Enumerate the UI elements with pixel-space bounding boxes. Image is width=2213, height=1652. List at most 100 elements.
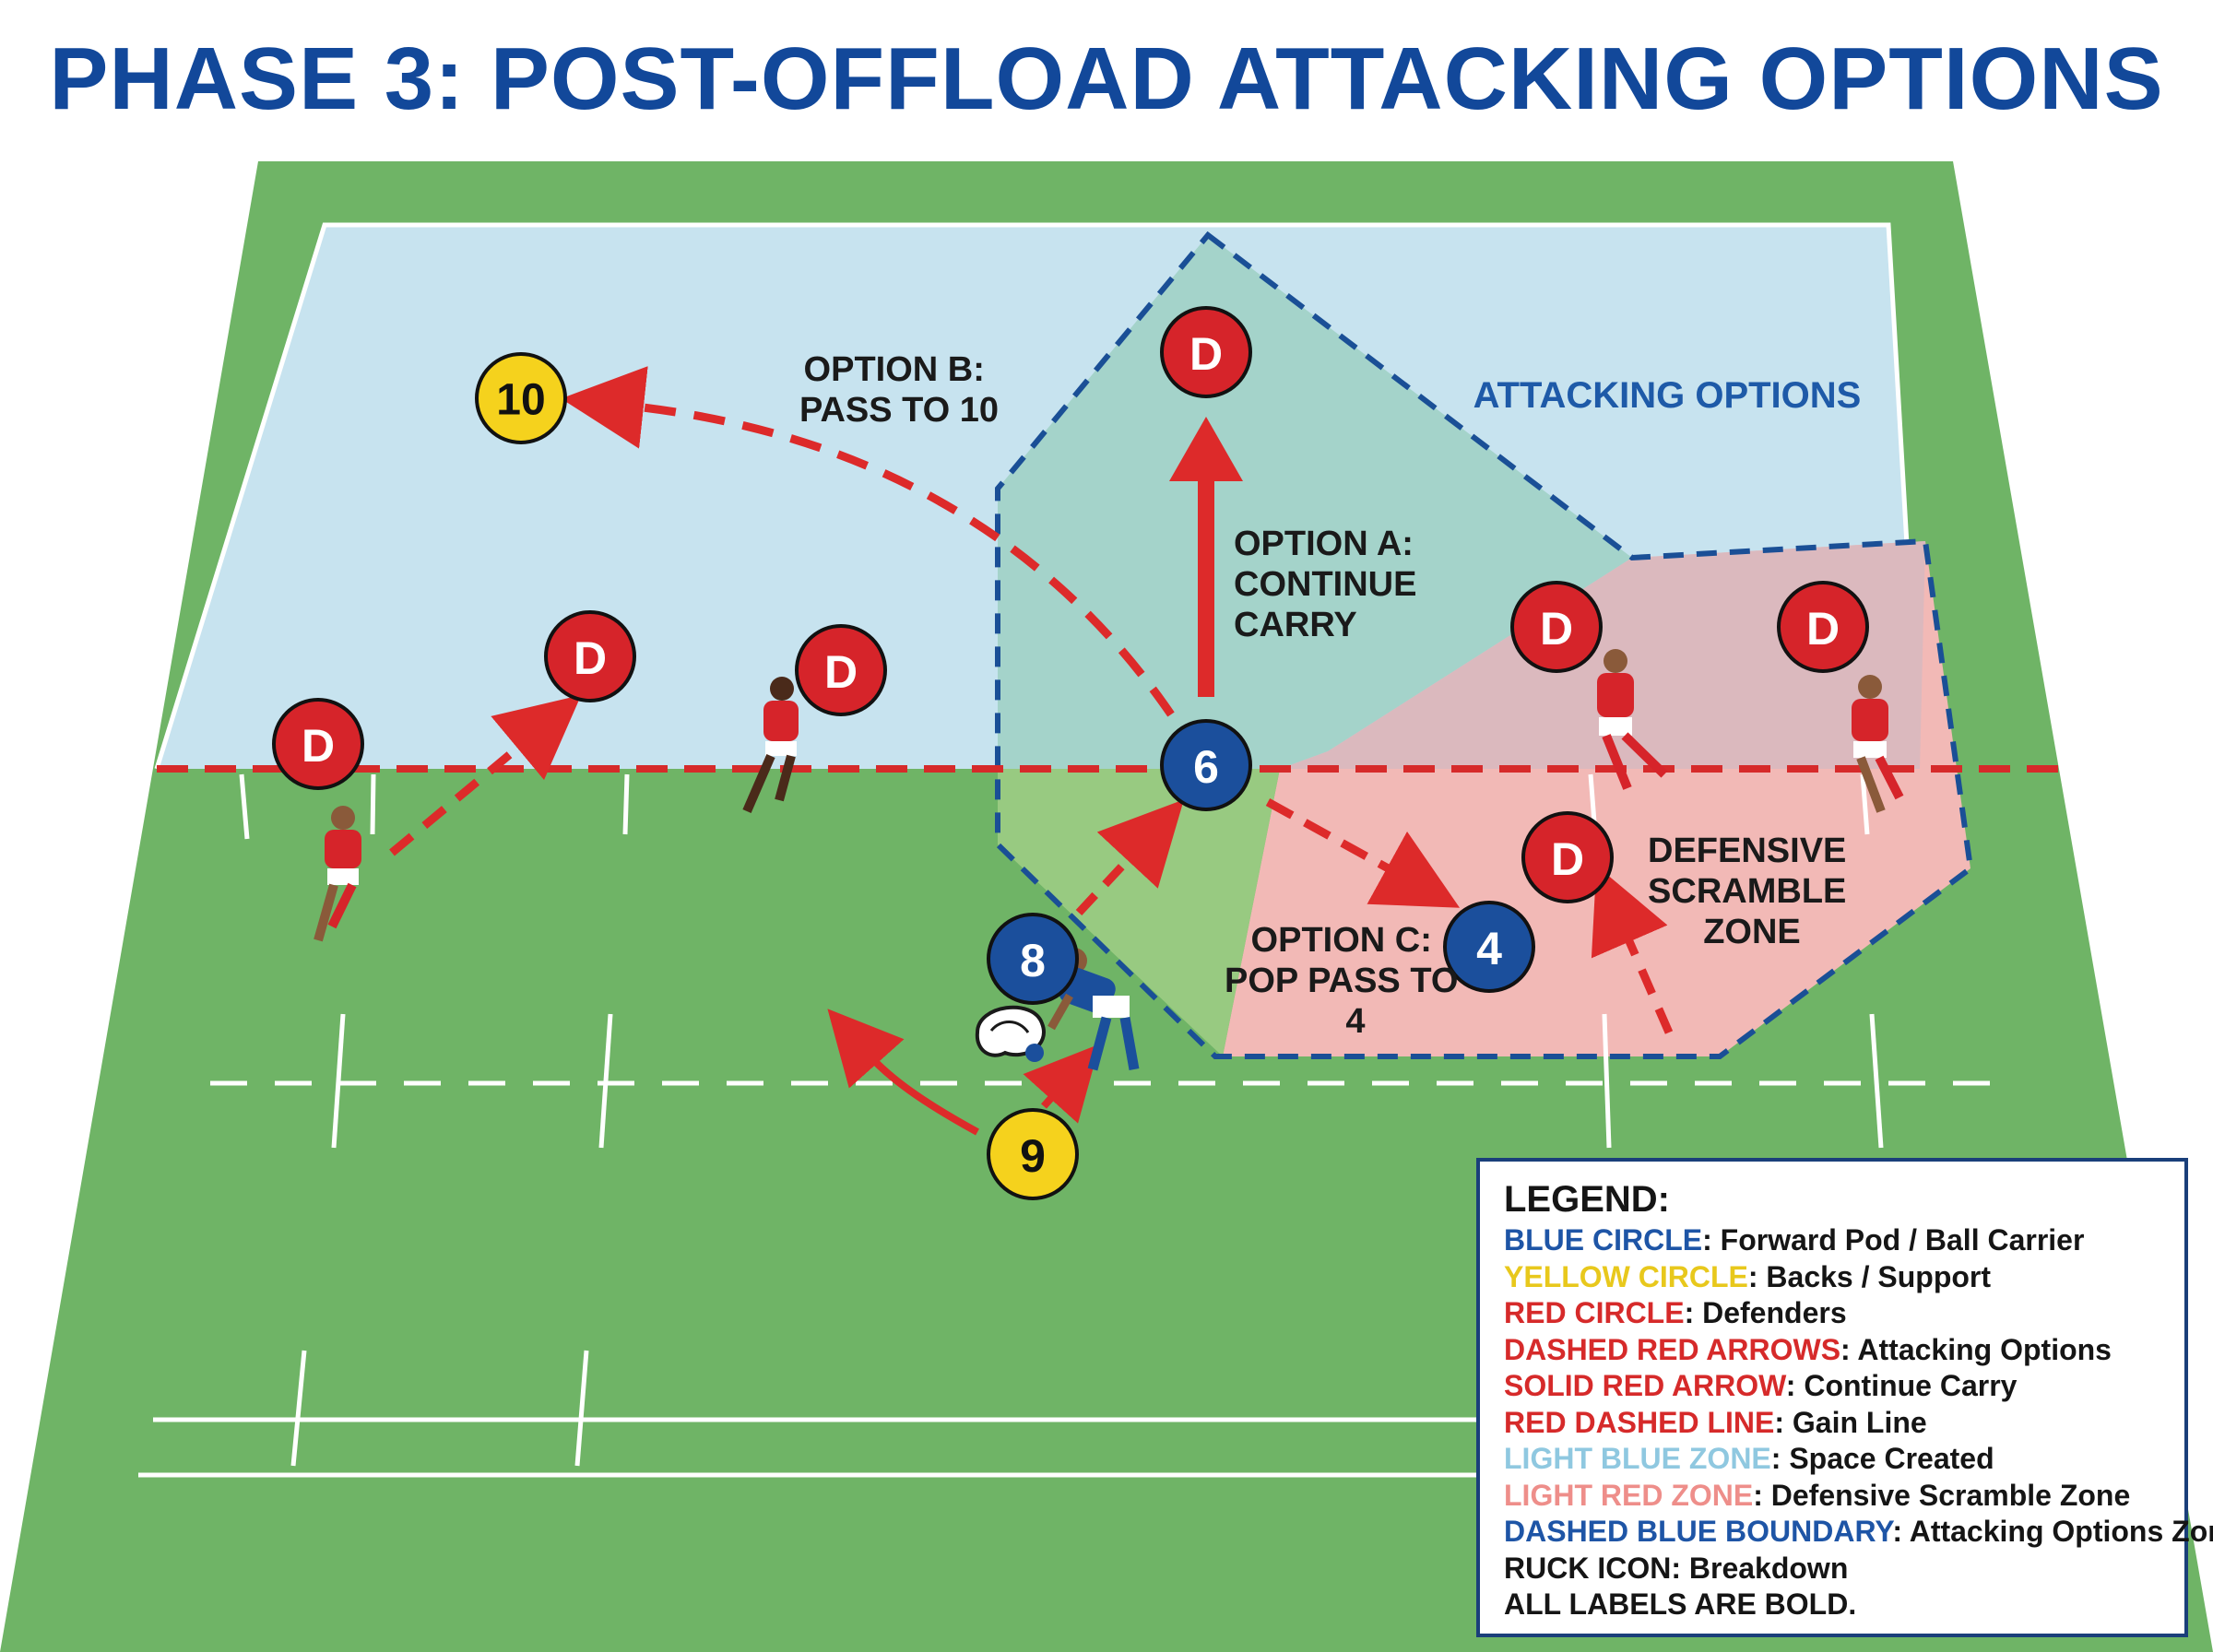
- option-a-label: OPTION A: CONTINUE CARRY: [1234, 525, 1426, 644]
- arrows: [389, 366, 1674, 1136]
- legend-key: RED DASHED LINE: [1504, 1405, 1775, 1439]
- defender-token: D: [1521, 811, 1614, 903]
- defender-figure: [1852, 675, 1904, 813]
- forward-6-token: 6: [1160, 719, 1252, 811]
- back-9-token: 9: [987, 1108, 1079, 1200]
- option-a-line: CARRY: [1234, 606, 1357, 644]
- defender-token: D: [1160, 306, 1252, 398]
- token-circle: [1777, 581, 1869, 673]
- attacking-options-boundary: [995, 230, 1974, 1059]
- legend-item: SOLID RED ARROW: Continue Carry: [1504, 1368, 2184, 1405]
- legend-key: LIGHT RED ZONE: [1504, 1478, 1754, 1512]
- legend-item: RUCK ICON: Breakdown: [1504, 1551, 2184, 1587]
- defensive-zone-label: DEFENSIVE SCRAMBLE ZONE: [1648, 832, 1856, 951]
- defender-figure: [314, 806, 361, 942]
- option-a-line: OPTION A:: [1234, 525, 1414, 563]
- token-circle: [795, 624, 887, 716]
- option-b-label: OPTION B: PASS TO 10: [799, 350, 999, 430]
- token-circle: [544, 610, 636, 702]
- back-10-token: 10: [475, 352, 567, 444]
- page-title: PHASE 3: POST-OFFLOAD ATTACKING OPTIONS: [49, 30, 2163, 128]
- legend-desc: : Defensive Scramble Zone: [1753, 1478, 2131, 1512]
- option-c-line: 4: [1345, 1002, 1365, 1041]
- token-label: D: [1551, 833, 1584, 885]
- legend-desc: : Continue Carry: [1785, 1369, 2018, 1402]
- legend-item: RED DASHED LINE: Gain Line: [1504, 1405, 2184, 1442]
- option-c-arrow: [1265, 798, 1461, 908]
- legend-key: LIGHT BLUE ZONE: [1504, 1442, 1771, 1475]
- token-circle: [1510, 581, 1603, 673]
- forward-8-token: 8: [987, 913, 1079, 1005]
- defender-scramble-arrow: [1591, 865, 1674, 1034]
- legend-key: RED CIRCLE: [1504, 1296, 1685, 1329]
- legend-desc: RUCK ICON: Breakdown: [1504, 1551, 1849, 1585]
- defender-token: D: [1510, 581, 1603, 673]
- defensive-zone-line: ZONE: [1703, 913, 1801, 951]
- attacking-red-overlap: [1280, 541, 1925, 769]
- option-c-line: POP PASS TO: [1225, 962, 1458, 1000]
- token-label: D: [1806, 603, 1840, 655]
- option-b-line: OPTION B:: [804, 350, 985, 389]
- legend-key: YELLOW CIRCLE: [1504, 1259, 1748, 1293]
- token-label: D: [1540, 603, 1573, 655]
- token-label: 8: [1020, 935, 1046, 986]
- support-arrow-8-6: [1075, 799, 1184, 916]
- legend-key: DASHED BLUE BOUNDARY: [1504, 1515, 1893, 1548]
- token-circle: [1160, 719, 1252, 811]
- token-circle: [1160, 306, 1252, 398]
- legend-item: DASHED RED ARROWS: Attacking Options: [1504, 1332, 2184, 1369]
- legend-item: LIGHT RED ZONE: Defensive Scramble Zone: [1504, 1478, 2184, 1515]
- touch-line: [154, 222, 1923, 770]
- legend-item: DASHED BLUE BOUNDARY: Attacking Options …: [1504, 1514, 2213, 1551]
- defensive-zone-line: SCRAMBLE: [1648, 872, 1846, 911]
- arrow-9-to-ruck: [1023, 1044, 1100, 1124]
- token-label: 9: [1020, 1130, 1046, 1182]
- arrow-9-left: [827, 1009, 979, 1136]
- token-circle: [475, 352, 567, 444]
- legend-desc: : Backs / Support: [1747, 1259, 1992, 1293]
- token-label: D: [302, 720, 335, 772]
- option-a-line: CONTINUE: [1234, 565, 1416, 604]
- legend-key: BLUE CIRCLE: [1504, 1223, 1703, 1257]
- defender-token: D: [544, 610, 636, 702]
- legend-item: LIGHT BLUE ZONE: Space Created: [1504, 1441, 2184, 1478]
- token-label: D: [824, 646, 858, 698]
- legend-item: YELLOW CIRCLE: Backs / Support: [1504, 1259, 2184, 1296]
- legend: LEGEND: BLUE CIRCLE: Forward Pod / Ball …: [1476, 1158, 2213, 1637]
- token-label: 10: [496, 376, 545, 425]
- legend-item: ALL LABELS ARE BOLD.: [1504, 1587, 2184, 1623]
- option-b-line: PASS TO 10: [799, 391, 999, 430]
- forward-4-token: 4: [1443, 901, 1535, 993]
- defender-token: D: [1777, 581, 1869, 673]
- defensive-zone-line: DEFENSIVE: [1648, 832, 1846, 870]
- token-circle: [987, 1108, 1079, 1200]
- legend-key: DASHED RED ARROWS: [1504, 1332, 1841, 1366]
- defender-figure: [1597, 649, 1668, 790]
- defender-figure: [742, 677, 799, 813]
- legend-key: SOLID RED ARROW: [1504, 1369, 1786, 1402]
- option-a-arrowhead: [1169, 417, 1243, 481]
- legend-desc: : Space Created: [1770, 1442, 1994, 1475]
- token-label: 6: [1193, 741, 1219, 793]
- legend-desc: : Attacking Options Zone: [1892, 1515, 2213, 1548]
- legend-desc: : Gain Line: [1774, 1405, 1927, 1439]
- legend-item: RED CIRCLE: Defenders: [1504, 1295, 2184, 1332]
- ruck-icon: [975, 1005, 1046, 1062]
- token-circle: [1521, 811, 1614, 903]
- option-c-line: OPTION C:: [1251, 921, 1432, 960]
- token-label: D: [1189, 328, 1223, 380]
- token-circle: [1443, 901, 1535, 993]
- attacking-green-overlap: [998, 769, 1280, 1056]
- legend-desc: : Forward Pod / Ball Carrier: [1702, 1223, 2085, 1257]
- defender-token: D: [272, 698, 364, 790]
- attacking-options-label: ATTACKING OPTIONS: [1473, 375, 1862, 416]
- defender-drift-arrow: [389, 694, 582, 856]
- legend-desc: ALL LABELS ARE BOLD.: [1504, 1587, 1857, 1621]
- legend-desc: : Defenders: [1684, 1296, 1847, 1329]
- legend-item: BLUE CIRCLE: Forward Pod / Ball Carrier: [1504, 1222, 2184, 1259]
- defender-token: D: [795, 624, 887, 716]
- token-circle: [272, 698, 364, 790]
- legend-title: LEGEND:: [1504, 1179, 1670, 1220]
